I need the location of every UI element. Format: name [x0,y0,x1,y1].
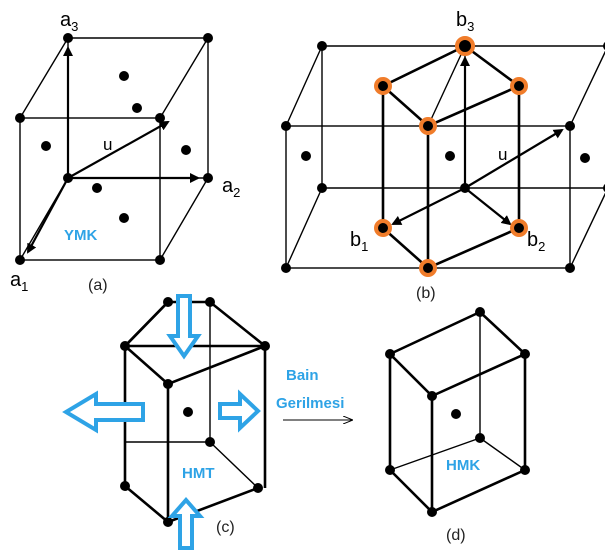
panel-a-atoms [15,33,213,265]
panel-d-atoms [385,307,530,517]
vector-u-a [67,121,170,179]
tension-arrow-right-icon [218,389,261,433]
highlighted-atom [419,117,437,135]
label-b3: b3 [456,9,474,34]
highlighted-atom [510,77,528,95]
panel-c: HMT (c) [62,294,270,550]
vector-b2 [464,187,512,226]
label-b2: b2 [527,229,545,254]
panel-a-vectors [27,46,200,254]
panel-b: b3 b1 b2 u (b) [281,9,605,302]
panel-c-strain-arrows [62,294,261,550]
caption-b: (b) [416,285,436,302]
label-ymk: YMK [64,227,98,244]
compression-arrow-up-icon [167,496,205,550]
caption-a: (a) [88,277,108,294]
vector-a1 [27,177,69,254]
label-b1: b1 [350,229,368,254]
vector-u-b [464,128,564,189]
panel-c-atoms [120,297,270,527]
vector-b1 [391,187,466,225]
panel-a: a3 a2 a1 u YMK (a) [10,9,240,294]
highlighted-atom [419,259,437,277]
compression-arrow-down-icon [166,294,202,360]
bain-label-line2: Gerilmesi [276,395,344,412]
label-u-b: u [498,145,507,164]
caption-d: (d) [446,527,466,544]
panel-d: HMK (d) [385,307,530,544]
highlighted-atom [374,219,392,237]
label-a1: a1 [10,269,28,294]
label-hmk: HMK [446,457,480,474]
panel-b-vectors [391,56,564,226]
highlighted-atom [455,36,475,56]
panel-b-atoms [281,36,605,277]
panel-b-bct-cell [380,44,522,270]
tension-arrow-left-icon [62,390,145,434]
highlighted-atom [374,77,392,95]
label-u-a: u [103,135,112,154]
caption-c: (c) [216,519,235,536]
label-a3: a3 [60,9,78,34]
label-a2: a2 [222,175,240,200]
bain-transition: Bain Gerilmesi [276,367,352,420]
highlighted-atom [510,219,528,237]
label-hmt: HMT [182,465,215,482]
bain-label-line1: Bain [286,367,319,384]
